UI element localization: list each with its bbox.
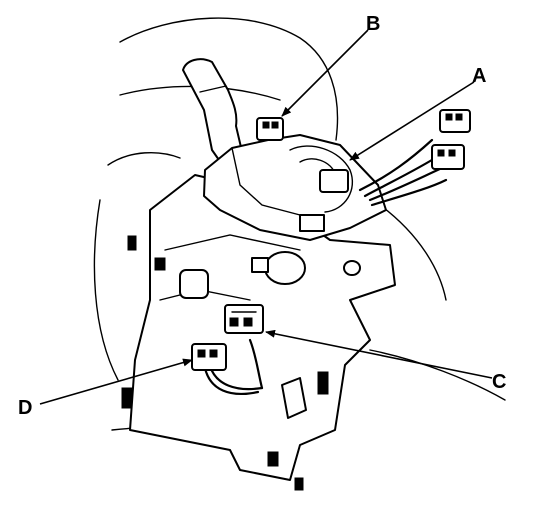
housing-slot-3: [267, 451, 279, 467]
switch-connector-socket: [319, 169, 349, 193]
housing-bolt: [343, 260, 361, 276]
callout-d: D: [18, 397, 32, 419]
switch-clip: [299, 214, 325, 232]
housing-slot-4: [294, 477, 304, 491]
callout-c: C: [492, 371, 506, 393]
housing-slot-5: [127, 235, 137, 251]
column-shaft-end: [264, 251, 306, 285]
leader-c: [265, 329, 493, 379]
harness-connector-lower: [431, 144, 465, 170]
leader-d: [39, 358, 193, 405]
callout-a: A: [472, 65, 486, 87]
mounting-boss: [179, 269, 209, 299]
connector-d: [191, 338, 264, 396]
callout-b: B: [366, 13, 380, 35]
leader-a: [349, 81, 475, 161]
dashboard-outline: [93, 17, 506, 433]
housing-slot-6: [154, 257, 166, 271]
connector-b: [256, 117, 284, 141]
housing-slot-1: [121, 387, 133, 409]
housing-window: [281, 377, 307, 419]
harness-a: [358, 109, 471, 207]
housing-tab: [251, 257, 269, 273]
leader-b: [281, 29, 369, 117]
harness-connector-upper: [439, 109, 471, 133]
housing-slot-2: [317, 371, 329, 395]
connector-c: [224, 304, 264, 334]
